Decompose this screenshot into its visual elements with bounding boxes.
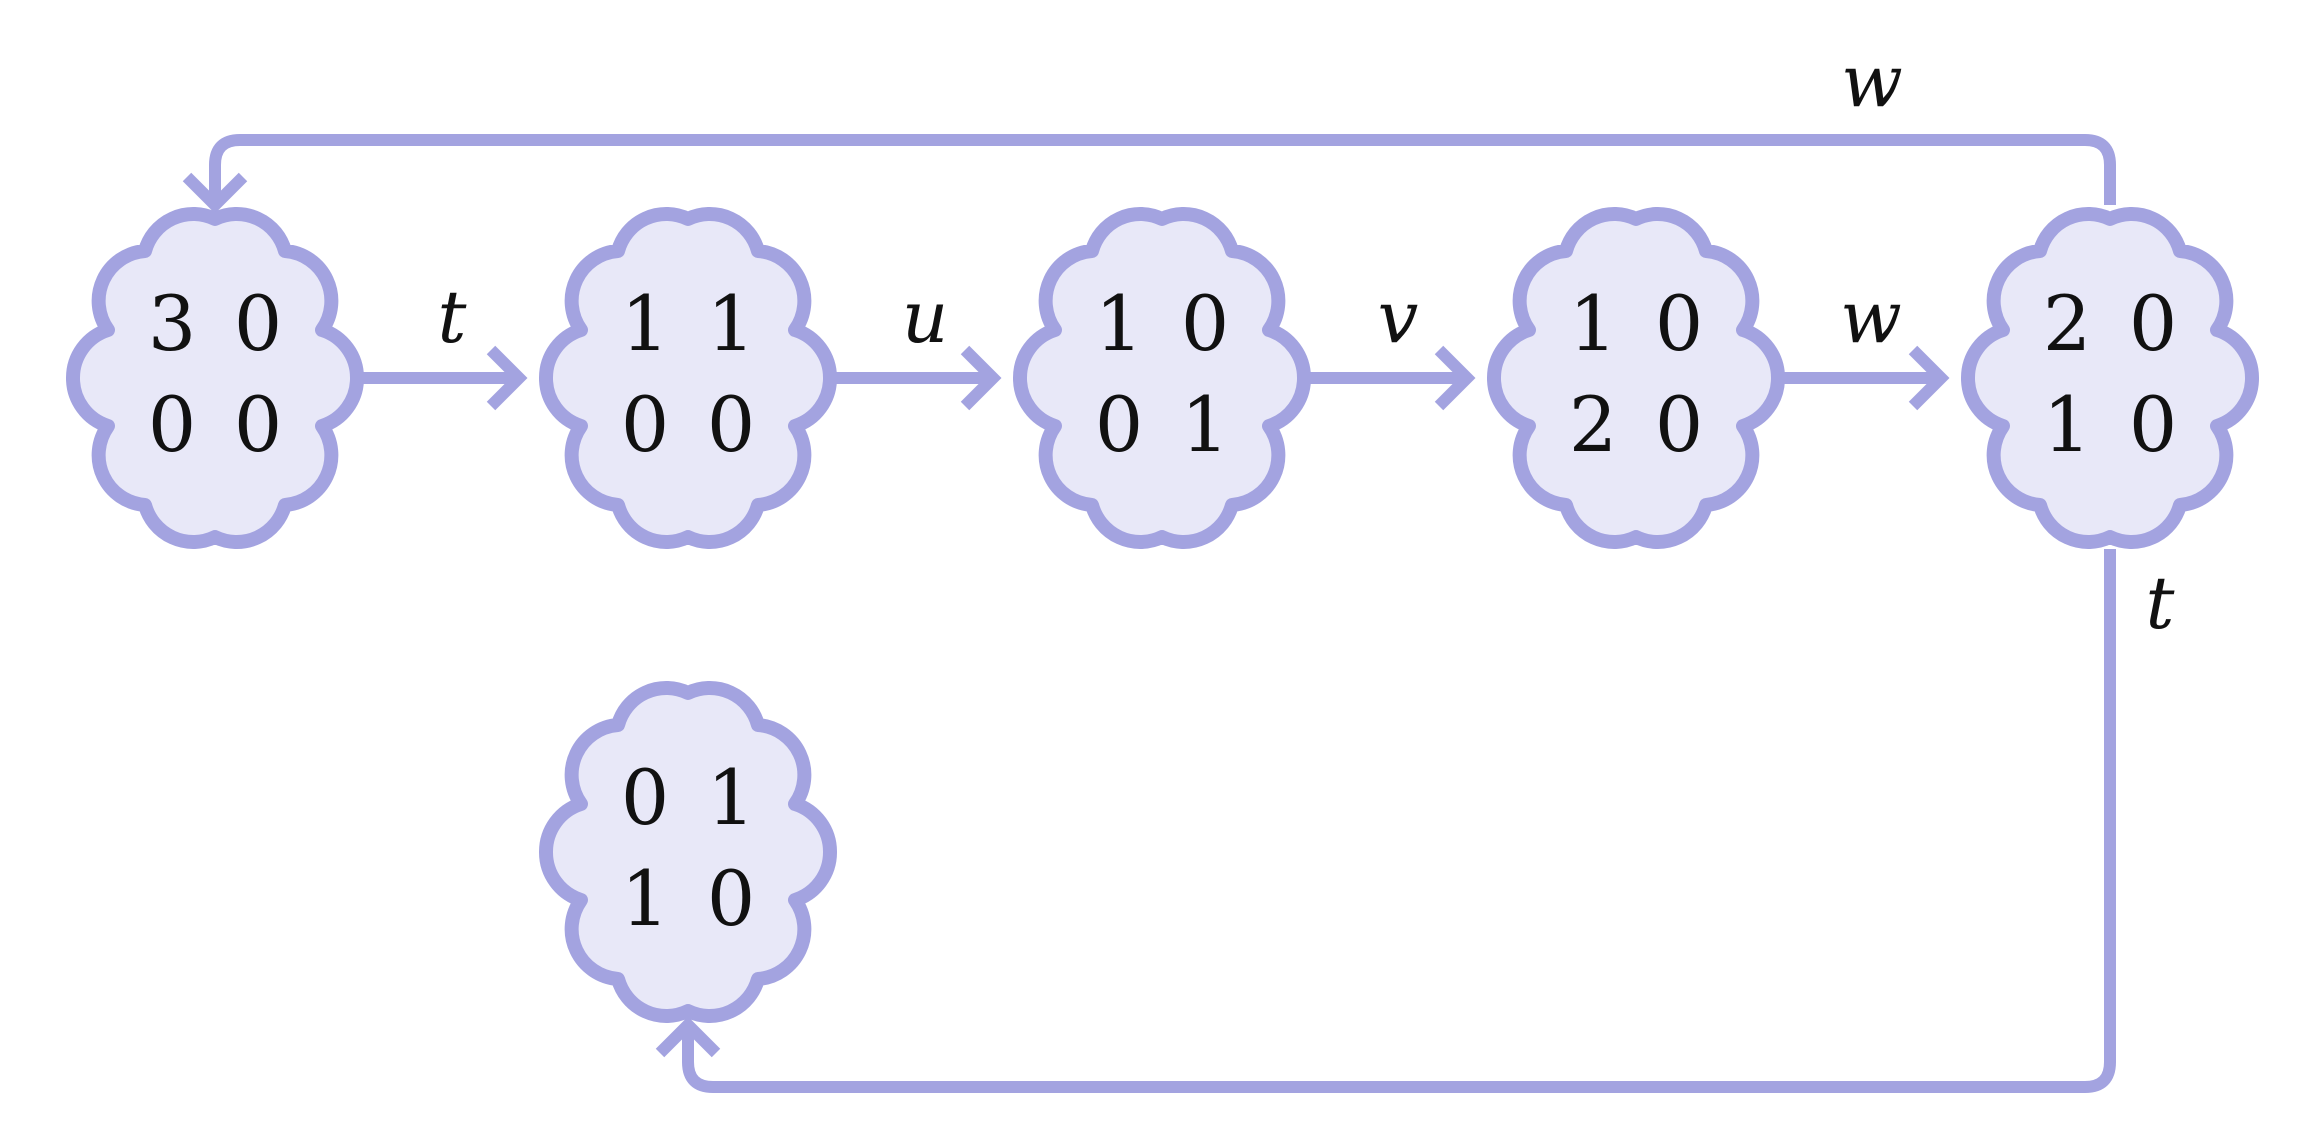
edge-line [209,134,2116,205]
matrix-entry: 1 [1569,279,1617,368]
cloud-shape [546,214,830,542]
cloud-shape [1020,214,1304,542]
matrix-entry: 2 [2043,279,2091,368]
matrix-entry: 0 [1655,279,1703,368]
edge-label: w [1841,39,1903,123]
matrix-entry: 1 [1181,380,1229,469]
matrix-entry: 0 [621,753,669,842]
cloud-shape [546,688,830,1016]
matrix-entry: 0 [621,380,669,469]
arrowhead-icon [1908,345,1950,411]
transition-edge [1778,345,1950,411]
matrix-entry: 1 [1095,279,1143,368]
matrix-entry: 0 [234,279,282,368]
matrix-entry: 0 [2129,279,2177,368]
cloud-shape [1968,214,2252,542]
edge-label: t [2146,561,2176,645]
matrix-entry: 0 [707,854,755,943]
matrix-entry: 0 [1655,380,1703,469]
transition-edge [830,345,1002,411]
matrix-entry: 1 [707,753,755,842]
matrix-entry: 0 [234,380,282,469]
transition-edge [182,134,2116,214]
transition-edge [655,549,2116,1093]
edges-layer [182,134,2116,1093]
edge-label: t [438,275,468,359]
edge-label: v [1378,275,1419,359]
matrix-entry: 0 [2129,380,2177,469]
arrowhead-icon [486,345,528,411]
edge-label: w [1840,275,1902,359]
arrowhead-icon [655,1016,721,1058]
matrix-entry: 0 [1181,279,1229,368]
edge-line [682,549,2116,1093]
matrix-entry: 0 [148,380,196,469]
transition-edge [357,345,528,411]
matrix-entry: 1 [707,279,755,368]
matrix-entry: 1 [2043,380,2091,469]
arrowhead-icon [1434,345,1476,411]
matrix-entry: 1 [621,854,669,943]
matrix-entry: 0 [1095,380,1143,469]
matrix-entry: 2 [1569,380,1617,469]
arrowhead-icon [960,345,1002,411]
matrix-entry: 1 [621,279,669,368]
matrix-entry: 0 [707,380,755,469]
matrix-entry: 3 [148,279,196,368]
edge-label: u [902,275,948,359]
edge-labels-layer: t u v w w t [438,39,2176,645]
transition-edge [1304,345,1476,411]
cloud-shape [73,214,357,542]
arrowhead-icon [182,172,248,214]
cloud-shape [1494,214,1778,542]
